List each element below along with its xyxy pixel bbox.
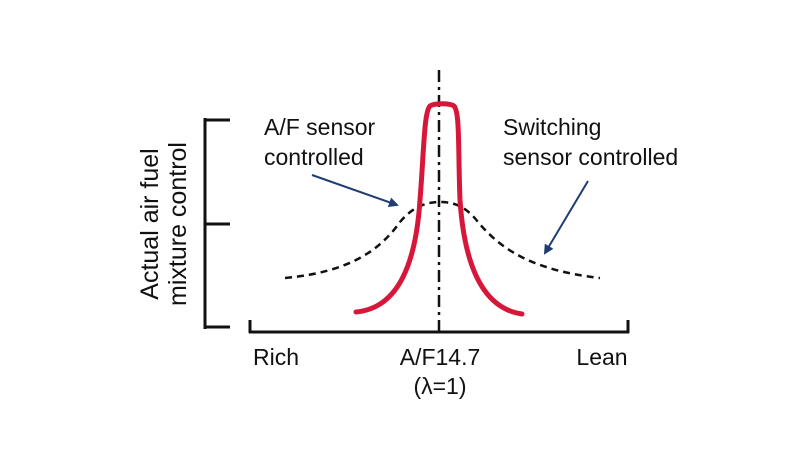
y-axis-label-line2: mixture control xyxy=(164,142,192,306)
annotation-af-sensor-line2: controlled xyxy=(264,144,364,170)
switching-sensor-arrow xyxy=(543,180,589,255)
x-label-af147: A/F14.7 xyxy=(400,344,481,370)
y-axis-label-line1: Actual air fuel xyxy=(136,148,164,299)
annotation-switching-line1: Switching xyxy=(503,114,601,140)
annotation-switching-line2: sensor controlled xyxy=(503,144,678,170)
af-sensor-arrow xyxy=(311,174,399,208)
x-label-rich: Rich xyxy=(253,344,299,370)
x-label-lean: Lean xyxy=(576,344,627,370)
af-sensor-curve xyxy=(353,101,525,317)
switching-sensor-curve xyxy=(284,200,601,280)
x-label-lambda: (λ=1) xyxy=(413,373,466,399)
y-axis-label: Actual air fuel mixture control xyxy=(136,142,192,306)
annotation-af-sensor-line1: A/F sensor xyxy=(264,114,376,140)
y-axis xyxy=(203,118,230,329)
